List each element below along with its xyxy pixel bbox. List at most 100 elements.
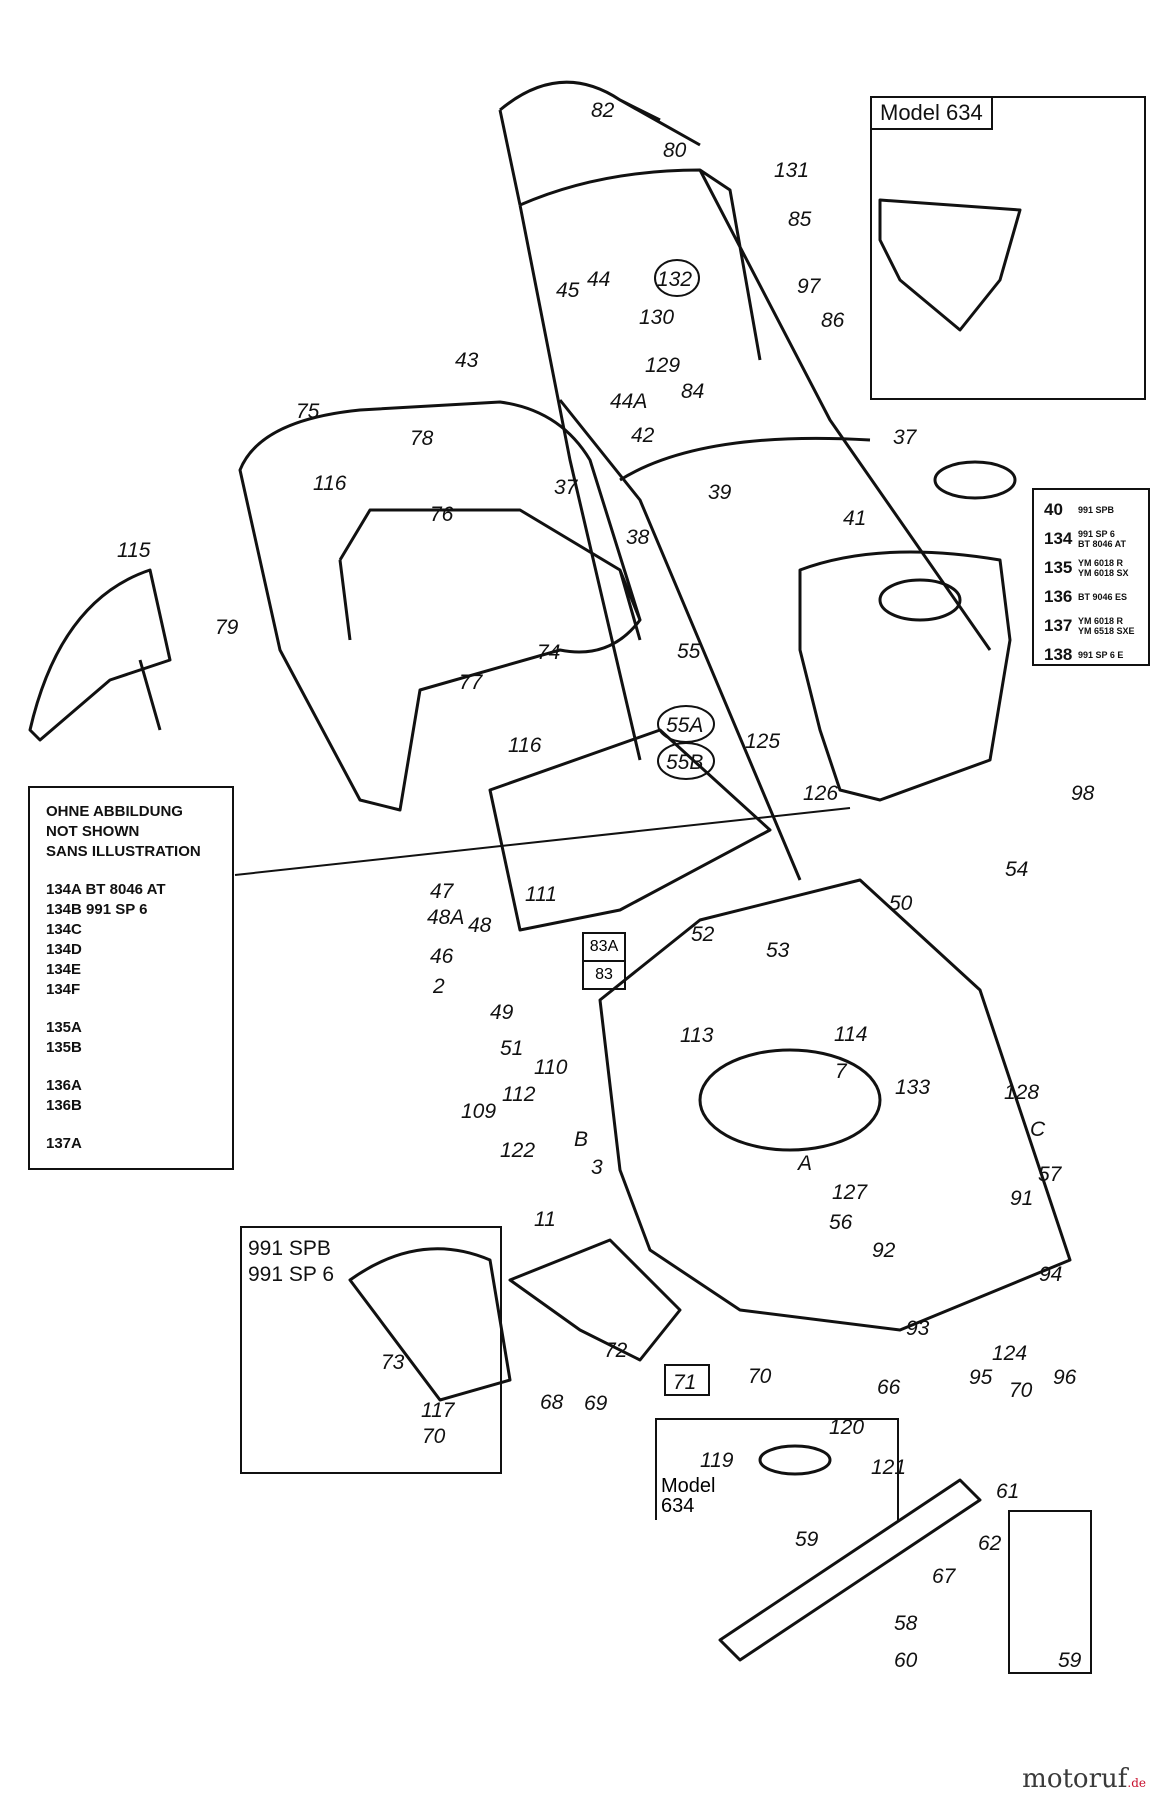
variant-models: 991 SP 6 E xyxy=(1078,650,1123,660)
part-label: 111 xyxy=(525,883,557,906)
label-circle xyxy=(657,705,715,743)
part-label: 93 xyxy=(906,1317,930,1340)
part-label: 110 xyxy=(534,1056,568,1079)
part-label: 80 xyxy=(663,139,687,162)
part-label: 47 xyxy=(430,880,455,903)
part-label: 67 xyxy=(932,1565,957,1588)
not-shown-item: 134D xyxy=(46,941,82,958)
part-label: A xyxy=(796,1152,812,1175)
part-label: 44 xyxy=(587,268,610,291)
part-label: 129 xyxy=(645,354,680,377)
variant-number: 138 xyxy=(1044,645,1073,664)
part-label: 77 xyxy=(459,671,484,694)
part-label: 114 xyxy=(834,1023,867,1046)
part-label: 122 xyxy=(500,1139,535,1162)
part-label: 69 xyxy=(584,1392,608,1415)
part-label: 74 xyxy=(537,641,560,664)
variant-model: YM 6018 SX xyxy=(1078,568,1129,578)
part-83-box: 83A 83 xyxy=(582,932,626,990)
label-box-71 xyxy=(664,1364,710,1396)
part-label: 46 xyxy=(430,945,454,968)
part-label: 133 xyxy=(895,1076,930,1099)
part-label: 42 xyxy=(631,424,655,447)
model-label: Model xyxy=(661,1475,716,1497)
variant-number: 134 xyxy=(1044,529,1073,548)
part-label: 92 xyxy=(872,1239,896,1262)
discharge-chute xyxy=(508,1238,682,1362)
part-label: 116 xyxy=(313,472,347,495)
group-spacer xyxy=(46,1116,232,1134)
group-spacer xyxy=(46,1058,232,1076)
part-label: 11 xyxy=(534,1208,556,1231)
spring-61 xyxy=(933,460,1017,500)
handle-lower xyxy=(558,399,871,881)
part-label: 82 xyxy=(591,99,615,122)
variant-model: 991 SPB xyxy=(1078,505,1115,515)
part-label: 94 xyxy=(1039,1263,1062,1286)
rear-flap xyxy=(28,568,172,742)
part-label: 58 xyxy=(894,1612,918,1635)
variant-models: 991 SPB xyxy=(1078,505,1114,515)
mower-deck xyxy=(598,878,1072,1332)
part-label: 75 xyxy=(296,400,320,423)
handle-upper xyxy=(498,80,701,206)
part-label: 43 xyxy=(455,349,479,372)
part-label: 48 xyxy=(468,914,492,937)
part-label: 45 xyxy=(556,279,580,302)
part-label: 49 xyxy=(490,1001,514,1024)
not-shown-header: NOT SHOWN xyxy=(46,823,140,840)
part-label: 125 xyxy=(745,730,780,753)
not-shown-item: 134C xyxy=(46,921,82,938)
part-label: 56 xyxy=(829,1211,853,1234)
part-label: 95 xyxy=(969,1366,993,1389)
variant-model: 991 SP 6 xyxy=(1078,529,1115,539)
part-label: 113 xyxy=(680,1024,714,1047)
part-label: 128 xyxy=(1004,1081,1039,1104)
rear-deflector xyxy=(488,728,772,932)
variant-models: BT 9046 ES xyxy=(1078,592,1127,602)
part-label: 53 xyxy=(766,939,790,962)
not-shown-item: 135B xyxy=(46,1039,82,1056)
variant-model: 991 SP 6 E xyxy=(1078,650,1124,660)
part-label: 38 xyxy=(626,526,650,549)
part-label: 115 xyxy=(117,539,151,562)
part-label: 68 xyxy=(540,1391,564,1414)
label-circle xyxy=(654,259,700,297)
not-shown-header: OHNE ABBILDUNG xyxy=(46,803,183,820)
catcher-frame xyxy=(338,508,642,641)
part-label: 60 xyxy=(894,1649,918,1672)
part-label: 52 xyxy=(691,923,715,946)
part-label: 55A xyxy=(666,714,703,737)
part-label: 91 xyxy=(1010,1187,1033,1210)
variant-box: 991 SPB 991 SP 6 xyxy=(240,1226,502,1474)
not-shown-item: 134E xyxy=(46,961,82,978)
part-label: 70 xyxy=(748,1365,772,1388)
grass-catcher xyxy=(238,400,642,812)
part-label: 44A xyxy=(610,390,647,413)
variant-model: YM 6018 R xyxy=(1078,616,1124,626)
not-shown-item: 136A xyxy=(46,1077,82,1094)
model-634-bottom-box: Model 634 xyxy=(655,1418,899,1520)
label-circle xyxy=(657,742,715,780)
model-634-bottom-text: Model 634 xyxy=(661,1476,715,1516)
part-label: 37 xyxy=(893,426,918,449)
part-label: 126 xyxy=(803,782,838,805)
not-shown-item: 134B 991 SP 6 xyxy=(46,901,148,918)
part-label: 85 xyxy=(788,208,812,231)
part-label: 72 xyxy=(604,1339,628,1362)
part-label: 66 xyxy=(877,1376,901,1399)
logo-suffix: .de xyxy=(1127,1776,1146,1790)
part-label: 109 xyxy=(461,1100,496,1123)
part-label: B xyxy=(574,1128,588,1151)
label-83a: 83A xyxy=(584,934,624,962)
part-label: 39 xyxy=(708,481,732,504)
variant-line-2: 991 SP 6 xyxy=(248,1263,335,1286)
part-label: 79 xyxy=(215,616,239,639)
